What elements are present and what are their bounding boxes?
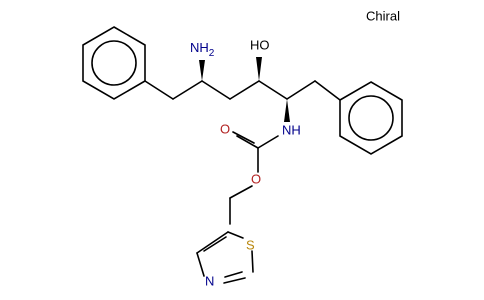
bond-ch2-c2: [172, 80, 203, 100]
bond-c5-ch2: [286, 80, 316, 100]
thiazole-double-bond-c4-c5: [203, 236, 227, 252]
carbamate-wedge-bond: [284, 99, 290, 122]
bond-c2-c3: [201, 80, 231, 100]
amine-label-subscript: 2: [209, 48, 215, 59]
left-phenyl-ring: [82, 26, 146, 100]
bond-c3-c4: [229, 80, 260, 100]
ester-oxygen-label: O: [251, 171, 261, 186]
left-ring-outer-bonds: [82, 26, 146, 100]
bond-ch2-ring: [314, 80, 341, 101]
thiazole-bond-n-c4: [196, 252, 205, 277]
backbone: [144, 80, 341, 101]
thiazole-bond-c2-n: [223, 277, 246, 284]
thiazole-bond-c4-c5: [196, 231, 229, 254]
bond-nh-carbonyl-c: [257, 135, 279, 149]
thiazole-ring: [196, 231, 254, 284]
bond-carbonyl-double: [232, 131, 255, 144]
carbonyl-oxygen-label: O: [220, 121, 230, 136]
bond-ring-ch2: [144, 80, 174, 100]
amine-label: NH2: [190, 40, 215, 58]
thiazole-sulfur-label: S: [246, 237, 255, 252]
right-ring-aromatic-circle: [348, 95, 394, 141]
hydroxyl-wedge-bond: [256, 57, 262, 81]
bond-carbonyl-c-o: [236, 135, 259, 149]
amine-wedge-bond: [199, 60, 205, 81]
left-ring-aromatic-circle: [91, 40, 137, 86]
thiazole-nitrogen-label: N: [205, 273, 214, 288]
thiazole-bond-s-c2: [251, 250, 254, 273]
thiazole-double-bond-c2-n: [224, 271, 243, 278]
bond-c4-c5: [258, 80, 288, 100]
chiral-label: Chiral: [366, 8, 400, 23]
bond-ester-o-ch2: [229, 185, 253, 199]
carbamate-linker: [229, 131, 279, 225]
hydroxyl-label: HO: [250, 37, 270, 52]
thiazole-bond-c5-s: [227, 231, 244, 239]
carbamate-nh-label: NH: [282, 122, 301, 137]
amine-label-main: NH: [190, 40, 209, 55]
right-phenyl-ring: [339, 81, 403, 155]
